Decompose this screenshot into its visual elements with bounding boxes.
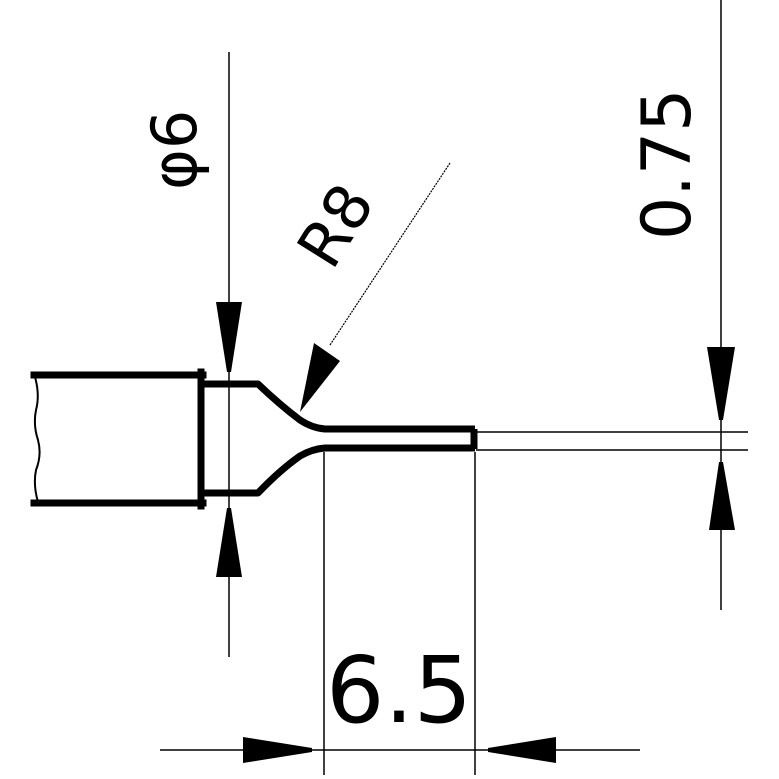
extension-lines-length bbox=[323, 452, 476, 775]
thickness-dimension: 0.75 bbox=[628, 0, 735, 610]
arrow-leader-icon bbox=[300, 343, 340, 412]
diameter-label: φ6 bbox=[138, 110, 211, 190]
body-outline bbox=[30, 368, 207, 510]
length-label: 6.5 bbox=[326, 637, 472, 744]
thickness-label: 0.75 bbox=[628, 89, 707, 240]
arrow-left-icon bbox=[488, 737, 556, 763]
arrow-down-icon bbox=[216, 302, 242, 372]
diameter-dimension: φ6 bbox=[138, 52, 242, 657]
length-dimension: 6.5 bbox=[160, 637, 640, 763]
break-line bbox=[33, 375, 41, 504]
arrow-up-icon bbox=[709, 462, 735, 530]
arrow-right-icon bbox=[243, 737, 312, 763]
radius-dimension: R8 bbox=[283, 162, 451, 412]
neck-outline bbox=[203, 380, 478, 497]
arrow-up-icon bbox=[216, 508, 242, 577]
extension-lines-thickness bbox=[476, 431, 748, 451]
radius-label: R8 bbox=[283, 171, 389, 280]
arrow-down-icon bbox=[707, 347, 735, 420]
